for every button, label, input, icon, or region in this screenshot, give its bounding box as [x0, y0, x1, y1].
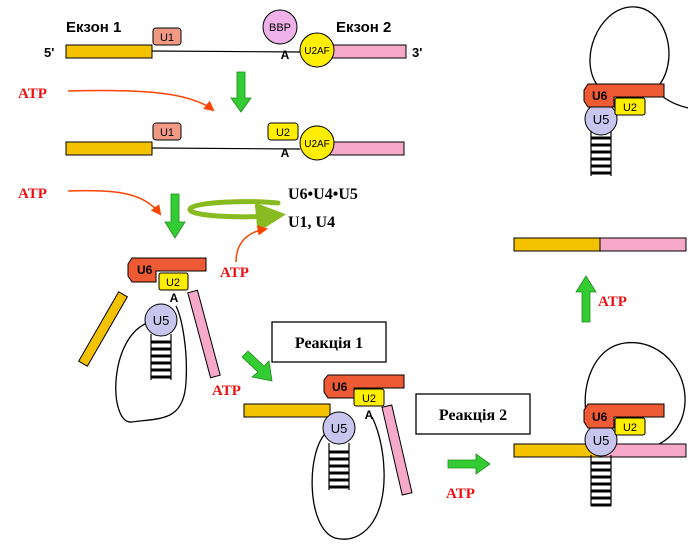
reaction1-box: [271, 321, 387, 363]
u6-snrnp: [583, 83, 665, 108]
tri-snrnp-label: U6•U4•U5: [288, 186, 358, 203]
atp-release-arrow: [235, 225, 269, 263]
u1-snrnp: [152, 27, 182, 46]
bbp-protein: [262, 9, 298, 45]
u2-snrnp: [353, 388, 385, 407]
reaction2-box: [415, 393, 531, 435]
u1-label: U1: [160, 127, 174, 139]
stage-3-spliceosome: U5 U6 U2 A: [77, 257, 221, 423]
branch-a-label: A: [281, 146, 290, 160]
exon1-label: Екзон 1: [66, 19, 121, 36]
u2-label: U2: [623, 422, 637, 434]
u2-label: U2: [623, 102, 637, 114]
step-arrow-4: [447, 453, 491, 475]
branch-a-label: A: [170, 291, 179, 305]
exon1-bar: [243, 403, 331, 418]
u2af-label: U2AF: [304, 46, 330, 57]
u2-label: U2: [276, 127, 290, 139]
stage-6-mrna: [513, 237, 687, 252]
stage-7-released-lariat: U5 U6 U2: [583, 6, 689, 176]
exon2-bar: [599, 237, 687, 252]
branch-a-label: A: [365, 408, 374, 422]
intron-loop: [115, 305, 188, 423]
u5-stem-loop: [328, 443, 350, 490]
released-snrnps-label: U1, U4: [288, 214, 335, 231]
u6-label: U6: [592, 410, 608, 424]
u2af-protein: [299, 32, 335, 68]
reaction2-label: Реакція 2: [439, 407, 507, 424]
u2af-label: U2AF: [304, 139, 330, 150]
five-prime-label: 5': [44, 45, 54, 60]
u1-label: U1: [160, 32, 174, 44]
lariat-loop: [584, 342, 686, 448]
u2af-protein: [299, 125, 335, 161]
step-arrow-2: [164, 193, 186, 239]
exon1-bar: [77, 291, 129, 367]
exon2-bar: [381, 404, 413, 496]
u6-label: U6: [332, 380, 348, 394]
atp-label-3: ATP: [220, 265, 249, 281]
u5-stem-loop: [590, 455, 612, 507]
stage-2-u2-bound: U1 U2 U2AF A: [65, 122, 405, 161]
exon1-bar: [65, 141, 153, 156]
atp-label-2: ATP: [18, 186, 47, 202]
intron-line: [151, 147, 301, 150]
u5-label: U5: [593, 433, 610, 448]
u2-snrnp: [267, 122, 299, 141]
u5-label: U5: [593, 112, 610, 127]
u2-label: U2: [166, 277, 180, 289]
stage-1-premrna: Екзон 1 Екзон 2 5' 3' U1 BBP U2AF A: [44, 9, 422, 68]
u5-stem-loop: [150, 334, 172, 380]
atp-label-1: ATP: [18, 86, 47, 102]
atp-label-5: ATP: [446, 486, 475, 502]
u5-stem-loop: [590, 130, 612, 176]
atp-label-6: ATP: [598, 294, 627, 310]
atp-label-4: ATP: [212, 383, 241, 399]
u2-snrnp: [614, 417, 646, 436]
exon2-bar: [187, 289, 221, 379]
u6-label: U6: [137, 263, 153, 277]
intron-lariat: [311, 416, 385, 540]
atp-arrow-2: [67, 189, 162, 216]
bbp-label: BBP: [269, 22, 291, 34]
stage-5-ligated: U5 U6 U2: [513, 342, 687, 507]
u5-label: U5: [331, 421, 348, 436]
u5-snrnp: [144, 303, 178, 337]
u5-label: U5: [153, 313, 170, 328]
u6-snrnp: [583, 403, 665, 429]
three-prime-label: 3': [412, 45, 422, 60]
exon2-label: Екзон 2: [336, 19, 391, 36]
u5-snrnp: [322, 411, 356, 445]
u1-snrnp: [152, 122, 182, 141]
exon1-bar: [513, 237, 601, 252]
stage-4-lariat: U5 U6 U2 A: [243, 374, 413, 540]
intron-line: [151, 50, 301, 53]
u2-snrnp: [614, 97, 646, 116]
u2-snrnp: [158, 272, 189, 291]
step-arrow-5: [575, 275, 597, 323]
u2-label: U2: [362, 393, 376, 405]
u6-label: U6: [592, 89, 608, 103]
step-arrow-3: [241, 350, 273, 382]
exchange-swirl-arrow: [187, 199, 286, 233]
branch-a-label: A: [281, 48, 290, 62]
reaction1-label: Реакція 1: [295, 335, 363, 352]
u6-snrnp: [127, 257, 207, 283]
exon1-bar: [65, 44, 153, 59]
step-arrow-1: [230, 71, 252, 113]
atp-arrow-1: [67, 89, 215, 112]
